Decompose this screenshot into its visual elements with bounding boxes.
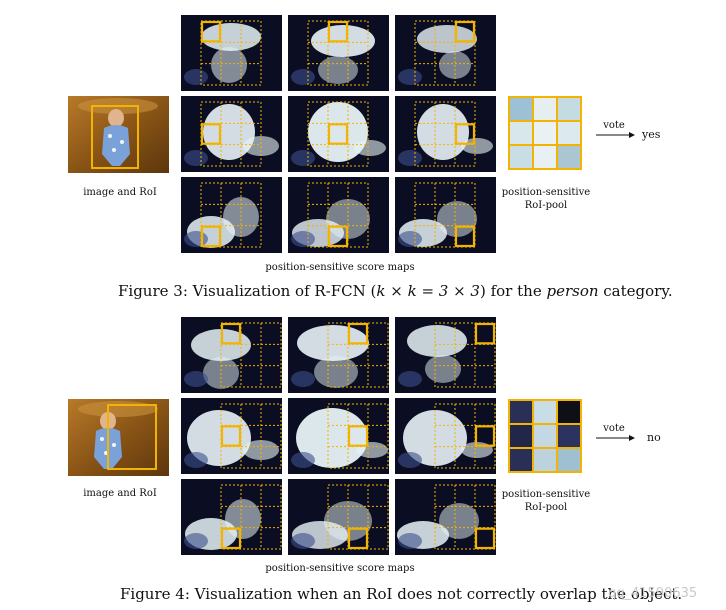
- score-map: [181, 398, 282, 474]
- score-maps-label: position-sensitive score maps: [265, 563, 415, 574]
- roi-pool-label: position-sensitive RoI-pool: [500, 488, 592, 514]
- figure-caption: Figure 4: Visualization when an RoI does…: [120, 585, 683, 603]
- roi-pool-cell: [508, 96, 534, 122]
- score-map: [395, 479, 496, 555]
- vote-label: vote: [603, 120, 625, 131]
- score-maps-grid: [181, 15, 496, 253]
- roi-pool-label-line: position-sensitive: [501, 187, 591, 198]
- roi-pool-grid: [507, 398, 583, 474]
- score-map: [181, 177, 282, 253]
- vote-result: no: [647, 431, 661, 444]
- figure-caption: Figure 3: Visualization of R-FCN (k × k …: [118, 282, 673, 300]
- roi-pool-grid: [507, 95, 583, 171]
- score-map: [395, 96, 496, 172]
- vote-arrow-icon: [596, 131, 636, 139]
- roi-pool-cell: [508, 399, 534, 425]
- score-map: [288, 317, 389, 393]
- roi-pool-cell: [556, 144, 582, 170]
- roi-pool-cell: [532, 447, 558, 473]
- score-map: [395, 15, 496, 91]
- roi-pool-label-line: RoI-pool: [524, 200, 568, 211]
- input-image: [68, 96, 169, 173]
- roi-pool-label-line: RoI-pool: [524, 502, 568, 513]
- score-map: [181, 479, 282, 555]
- score-map: [395, 317, 496, 393]
- roi-pool-cell: [508, 423, 534, 449]
- score-maps-label: position-sensitive score maps: [265, 262, 415, 273]
- image-label: image and RoI: [83, 488, 157, 499]
- roi-pool-cell: [556, 399, 582, 425]
- roi-pool-cell: [532, 96, 558, 122]
- roi-pool-cell: [508, 144, 534, 170]
- score-map: [395, 177, 496, 253]
- vote-result: yes: [642, 128, 661, 141]
- roi-pool-label: position-sensitive RoI-pool: [500, 186, 592, 212]
- score-map: [395, 398, 496, 474]
- roi-pool-cell: [508, 120, 534, 146]
- caption-emphasis: person: [546, 282, 599, 300]
- caption-prefix: Figure 3: Visualization of R-FCN (: [118, 282, 377, 300]
- roi-pool-cell: [556, 423, 582, 449]
- roi-pool-cell: [532, 399, 558, 425]
- score-map: [288, 479, 389, 555]
- score-maps-grid: [181, 317, 496, 555]
- roi-pool-cell: [556, 447, 582, 473]
- score-map: [288, 15, 389, 91]
- watermark: qq_41590635: [608, 586, 698, 601]
- score-map: [181, 96, 282, 172]
- vote-label: vote: [603, 423, 625, 434]
- roi-pool-cell: [556, 120, 582, 146]
- score-map: [288, 398, 389, 474]
- caption-suffix: category.: [598, 282, 673, 300]
- roi-pool-cell: [508, 447, 534, 473]
- input-image: [68, 399, 169, 476]
- caption-math: k × k = 3 × 3: [376, 282, 480, 300]
- roi-pool-cell: [532, 144, 558, 170]
- score-map: [181, 15, 282, 91]
- vote-arrow-icon: [596, 434, 636, 442]
- caption-mid: ) for the: [479, 282, 547, 300]
- roi-pool-label-line: position-sensitive: [501, 489, 591, 500]
- roi-pool-cell: [556, 96, 582, 122]
- score-map: [181, 317, 282, 393]
- roi-pool-cell: [532, 423, 558, 449]
- image-label: image and RoI: [83, 187, 157, 198]
- score-map: [288, 96, 389, 172]
- score-map: [288, 177, 389, 253]
- roi-pool-cell: [532, 120, 558, 146]
